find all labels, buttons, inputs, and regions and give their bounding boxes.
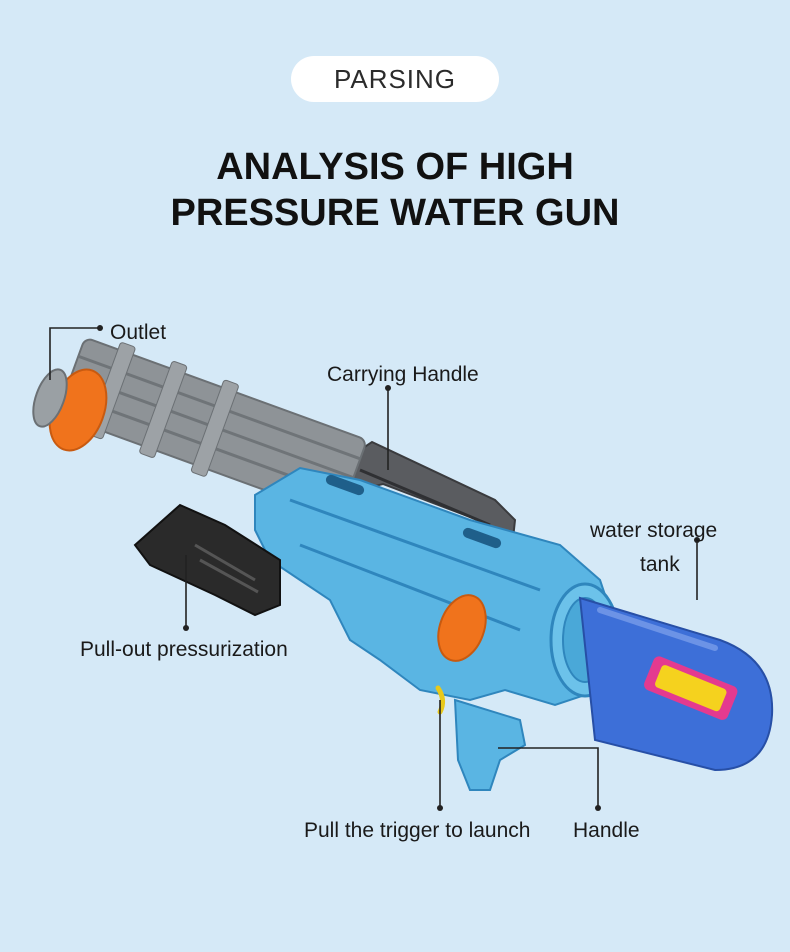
pump-handle-shape: [133, 503, 281, 617]
page-title: ANALYSIS OF HIGH PRESSURE WATER GUN: [0, 144, 790, 236]
page-title-line-2: PRESSURE WATER GUN: [170, 192, 620, 234]
barrel-cluster: [58, 338, 366, 516]
callout-dots: [97, 325, 700, 811]
grip-shape: [453, 698, 527, 791]
body-orange-ring: [437, 594, 487, 662]
carrying-handle-label: Carrying Handle: [327, 363, 479, 386]
outlet-cap: [32, 368, 108, 452]
gun-body-shape: [254, 466, 622, 707]
trigger-label: Pull the trigger to launch: [304, 819, 531, 842]
trigger-shape: [435, 685, 446, 715]
handle-label: Handle: [573, 819, 640, 842]
tank-logo: [644, 656, 738, 720]
water-tank-label-line-1: water storage: [590, 519, 718, 542]
section-badge-label: PARSING: [333, 63, 457, 94]
outlet-label: Outlet: [110, 321, 167, 344]
callout-lines: [49, 327, 698, 808]
section-badge: PARSING: [291, 56, 499, 102]
page-title-line-1: ANALYSIS OF HIGH: [216, 146, 574, 188]
pressurization-label: Pull-out pressurization: [80, 638, 288, 661]
water-tank-label-line-2: tank: [640, 553, 680, 576]
